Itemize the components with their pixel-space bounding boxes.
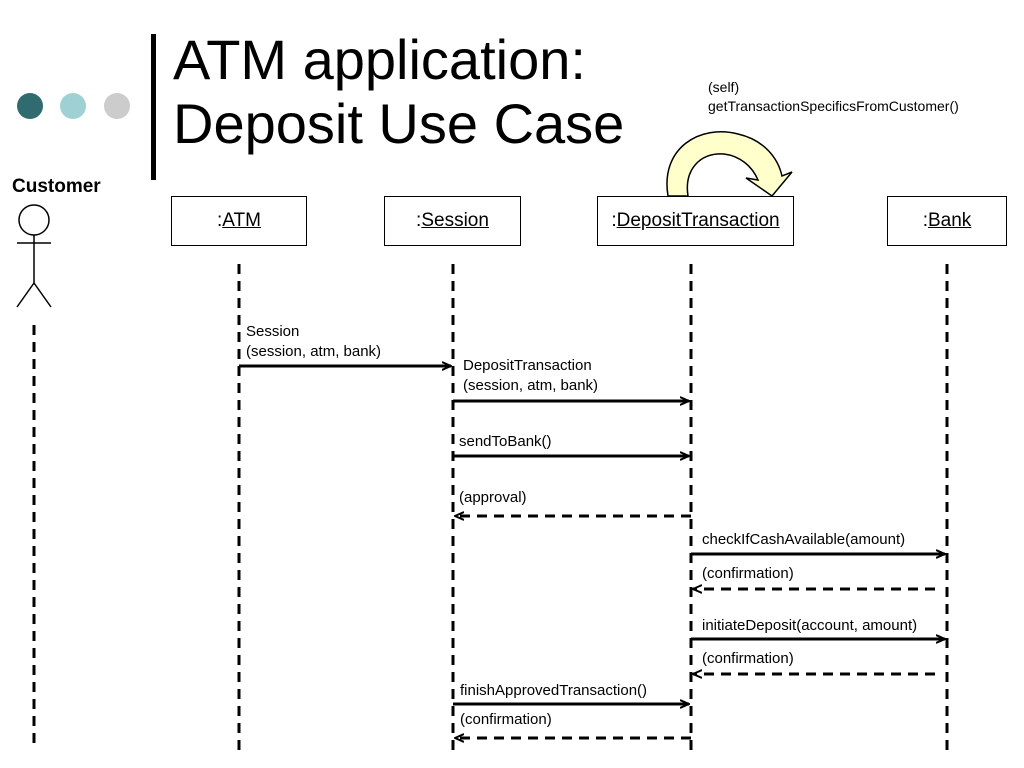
- object-deposittransaction: :DepositTransaction: [597, 196, 794, 246]
- decor-dot-gray: [104, 93, 130, 119]
- message-label-9: finishApprovedTransaction(): [460, 682, 648, 699]
- self-message-label: (self) getTransactionSpecificsFromCustom…: [708, 78, 959, 116]
- object-bank-name: Bank: [927, 210, 972, 231]
- message-label-2: DepositTransaction (session, atm, bank): [463, 356, 598, 396]
- object-bank-prefix: :: [922, 210, 928, 231]
- self-message-line-1: (self): [708, 79, 740, 95]
- message-label-8: (confirmation): [702, 650, 794, 667]
- message-label-2-line-1: DepositTransaction: [463, 357, 592, 374]
- decor-dot-dark: [17, 93, 43, 119]
- actor-label-customer: Customer: [12, 176, 101, 197]
- message-label-2-line-2: (session, atm, bank): [463, 377, 599, 394]
- object-deposittransaction-prefix: :: [611, 210, 617, 231]
- message-label-1-line-2: (session, atm, bank): [246, 343, 382, 360]
- object-bank: :Bank: [887, 196, 1007, 246]
- message-label-7: initiateDeposit(account, amount): [702, 617, 918, 634]
- object-atm-prefix: :: [217, 210, 223, 231]
- object-deposittransaction-name: DepositTransaction: [616, 210, 780, 231]
- message-label-1-line-1: Session: [246, 323, 300, 340]
- decor-dot-light: [60, 93, 86, 119]
- message-label-6: (confirmation): [702, 565, 794, 582]
- message-label-4: (approval): [459, 489, 527, 506]
- object-session: :Session: [384, 196, 521, 246]
- title-line-2: Deposit Use Case: [173, 92, 625, 155]
- message-label-1: Session (session, atm, bank): [246, 322, 381, 362]
- object-atm: :ATM: [171, 196, 307, 246]
- self-call-arrow: [666, 131, 793, 198]
- slide-title: ATM application: Deposit Use Case: [173, 28, 624, 156]
- title-divider: [151, 34, 156, 180]
- title-line-1: ATM application:: [173, 28, 586, 91]
- customer-actor-icon: [16, 204, 52, 308]
- message-label-10: (confirmation): [460, 711, 552, 728]
- message-label-5: checkIfCashAvailable(amount): [702, 531, 906, 548]
- self-message-line-2: getTransactionSpecificsFromCustomer(): [708, 98, 959, 114]
- message-label-3: sendToBank(): [459, 433, 552, 450]
- object-session-name: Session: [421, 210, 489, 231]
- object-atm-name: ATM: [222, 210, 261, 231]
- object-session-prefix: :: [416, 210, 422, 231]
